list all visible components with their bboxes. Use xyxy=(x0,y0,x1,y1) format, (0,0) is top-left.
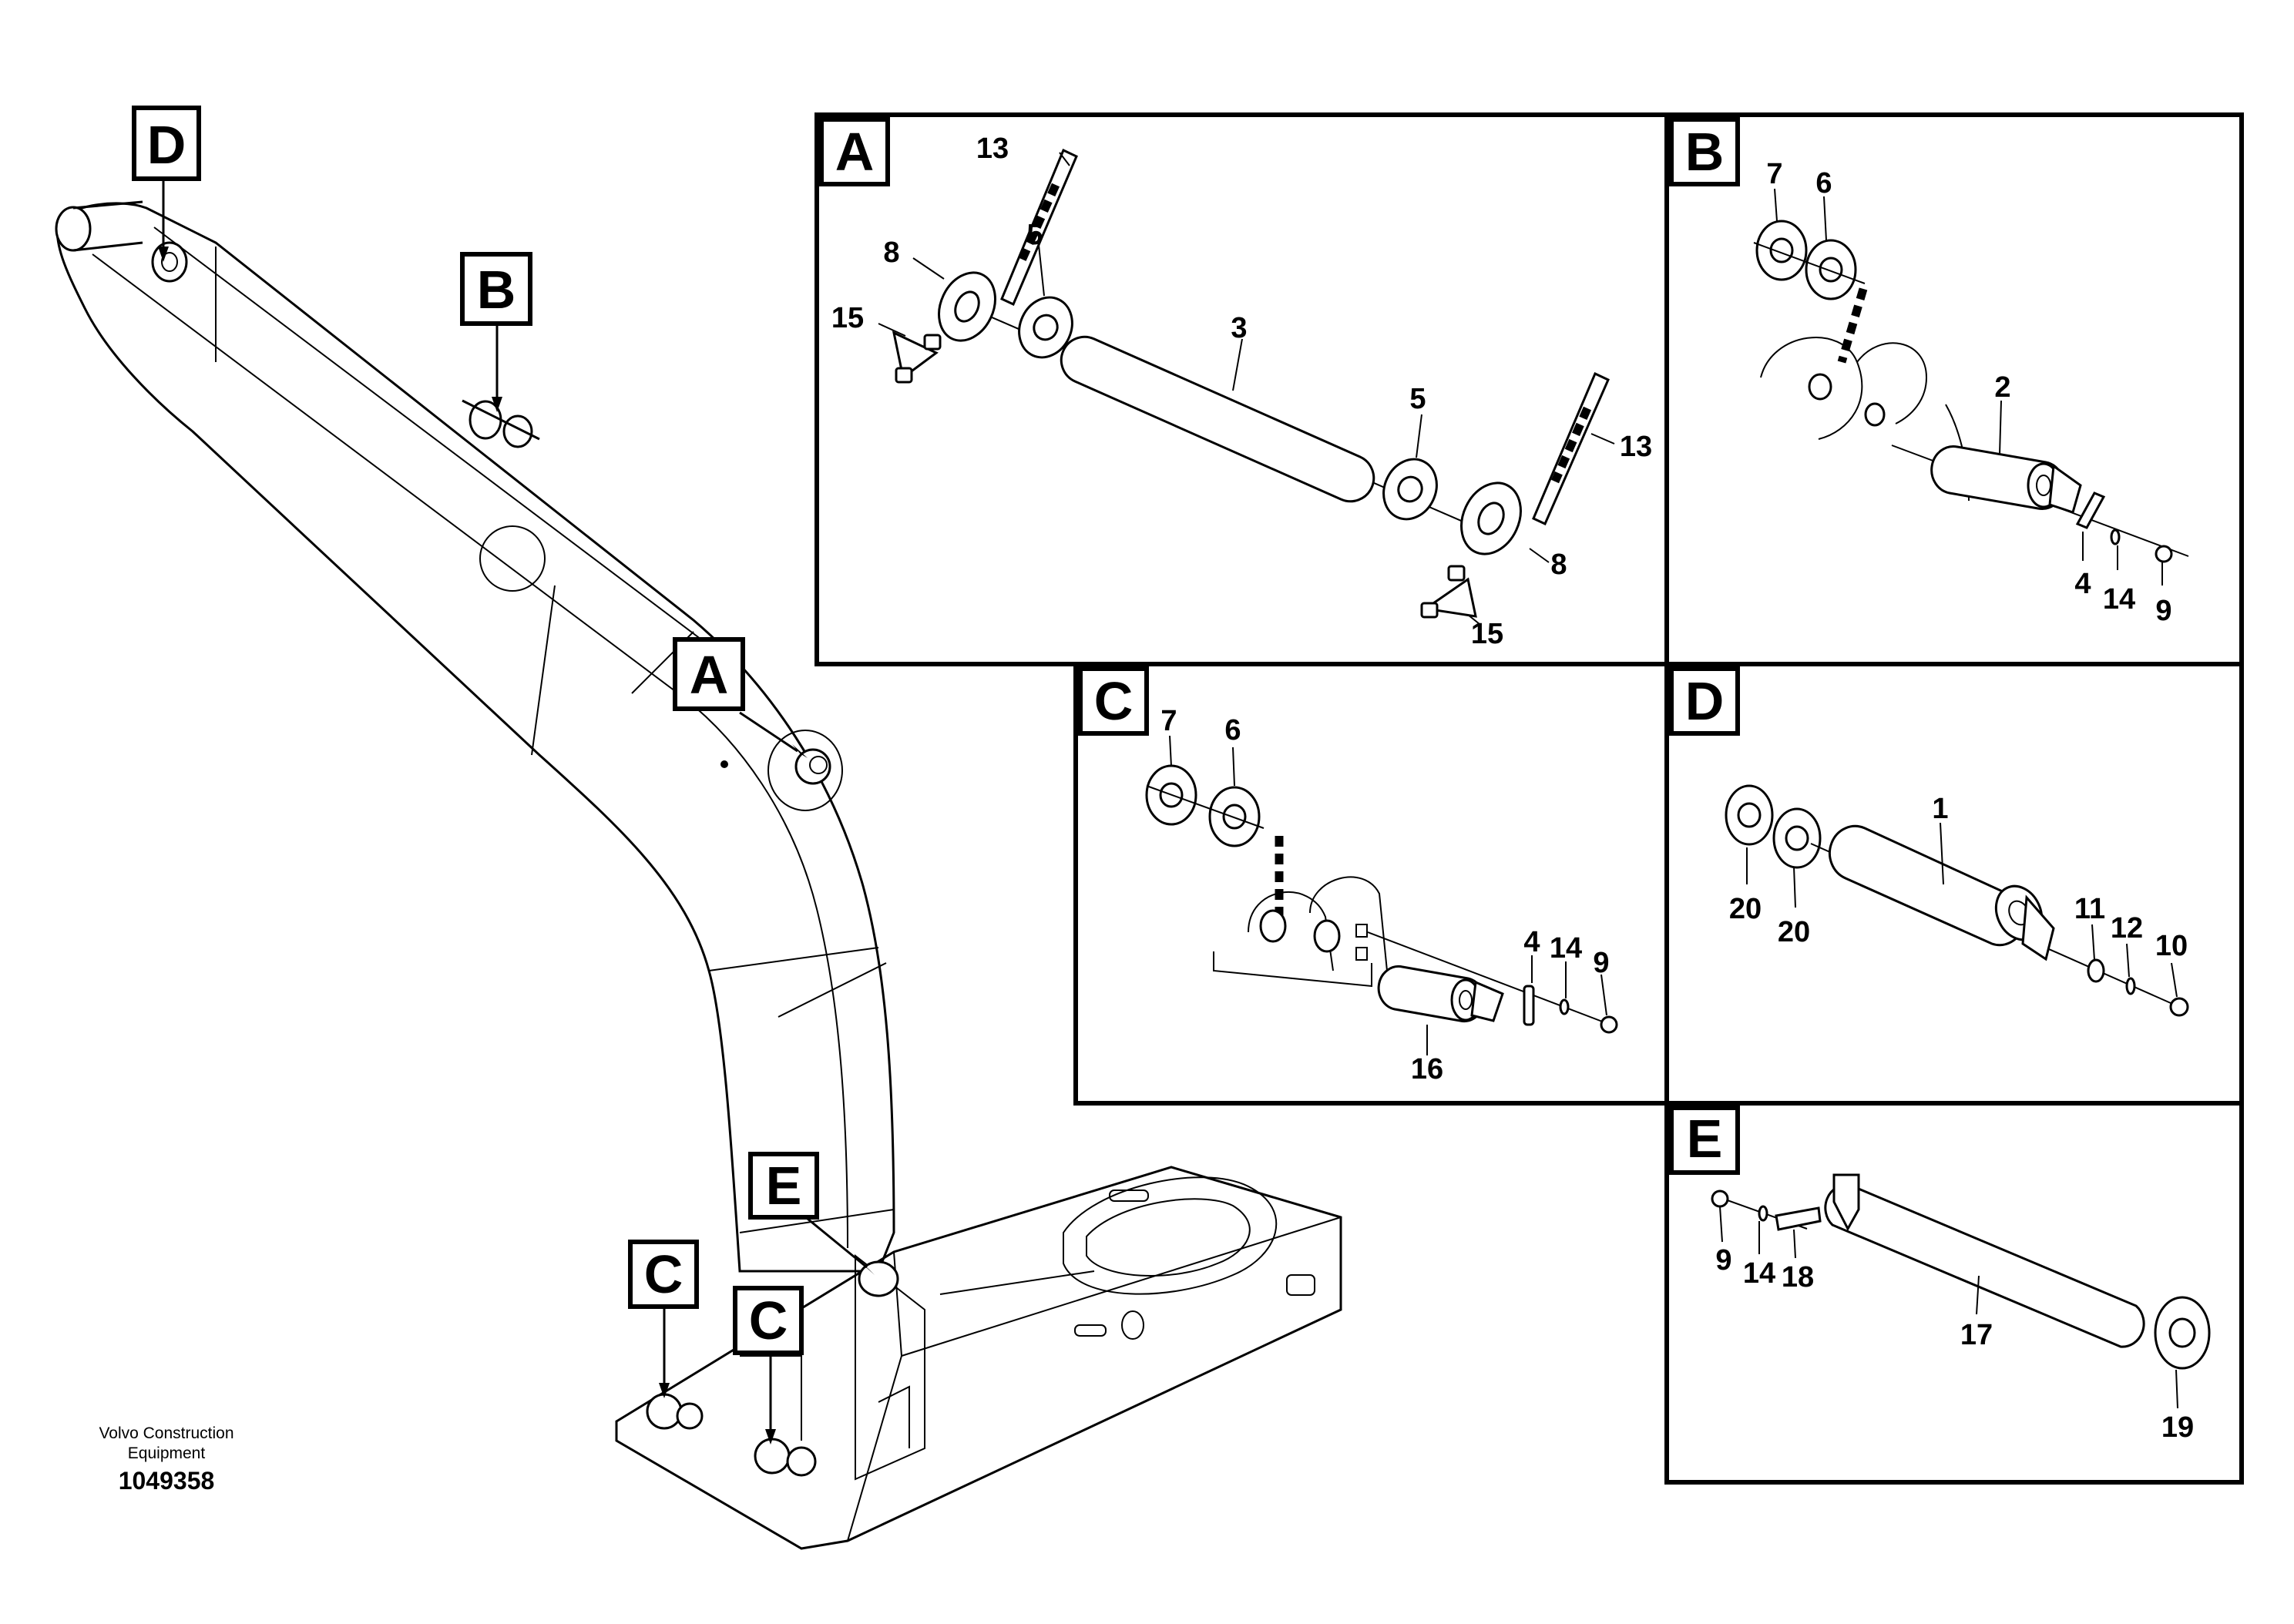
svg-text:15: 15 xyxy=(1471,618,1503,650)
svg-text:18: 18 xyxy=(1782,1261,1814,1293)
svg-text:7: 7 xyxy=(1160,705,1177,737)
svg-text:A: A xyxy=(835,122,875,182)
detail-d: D 1 20 20 11 12 10 xyxy=(1669,666,2189,1017)
svg-text:19: 19 xyxy=(2161,1411,2194,1444)
svg-text:14: 14 xyxy=(2103,583,2135,616)
svg-text:E: E xyxy=(1687,1109,1723,1169)
svg-text:12: 12 xyxy=(2111,912,2143,945)
callout-e: E xyxy=(748,1152,819,1220)
detail-c: C 7 6 4 14 xyxy=(1078,666,1618,1085)
svg-text:20: 20 xyxy=(1729,893,1762,925)
callout-c-right: C xyxy=(733,1286,804,1355)
svg-text:D: D xyxy=(147,115,186,175)
svg-text:20: 20 xyxy=(1778,916,1810,948)
svg-text:14: 14 xyxy=(1743,1257,1775,1290)
svg-text:D: D xyxy=(1685,671,1725,731)
callout-a: A xyxy=(673,637,745,711)
callout-d: D xyxy=(132,106,201,181)
svg-text:17: 17 xyxy=(1960,1319,1993,1351)
svg-text:4: 4 xyxy=(2074,568,2091,600)
svg-text:5: 5 xyxy=(1409,383,1426,415)
svg-text:13: 13 xyxy=(1620,431,1652,463)
svg-text:C: C xyxy=(749,1290,788,1351)
svg-text:6: 6 xyxy=(1815,167,1832,200)
boom-body xyxy=(55,202,895,1273)
svg-text:16: 16 xyxy=(1411,1053,1443,1085)
svg-text:9: 9 xyxy=(1715,1244,1731,1277)
callout-c-left: C xyxy=(628,1240,699,1309)
detail-e: E 9 14 18 17 19 xyxy=(1669,1106,2211,1444)
svg-text:9: 9 xyxy=(2155,595,2171,627)
svg-text:8: 8 xyxy=(883,237,899,269)
svg-text:7: 7 xyxy=(1766,158,1782,190)
detail-panel-frames xyxy=(814,112,2244,1485)
footer: Volvo Construction Equipment 1049358 xyxy=(99,1424,233,1495)
detail-b: B 7 6 2 4 14 xyxy=(1669,117,2189,627)
svg-text:14: 14 xyxy=(1550,932,1582,965)
company-name-line1: Volvo Construction xyxy=(99,1424,233,1442)
frame-body xyxy=(615,1166,1342,1550)
svg-text:15: 15 xyxy=(831,302,864,334)
svg-text:5: 5 xyxy=(1026,219,1043,251)
svg-text:A: A xyxy=(690,645,729,705)
upper-frame-overview xyxy=(615,1166,1342,1550)
svg-text:3: 3 xyxy=(1231,312,1247,344)
svg-text:9: 9 xyxy=(1593,947,1609,979)
svg-text:B: B xyxy=(477,260,516,320)
svg-text:10: 10 xyxy=(2155,930,2188,962)
svg-text:C: C xyxy=(1094,671,1134,731)
company-name-line2: Equipment xyxy=(128,1444,206,1462)
callout-b: B xyxy=(460,252,532,326)
svg-text:B: B xyxy=(1685,122,1725,182)
svg-text:4: 4 xyxy=(1523,926,1540,958)
pin-17 xyxy=(1824,1183,2145,1348)
svg-text:8: 8 xyxy=(1550,549,1567,581)
svg-text:6: 6 xyxy=(1224,714,1241,747)
svg-text:2: 2 xyxy=(1994,371,2010,404)
pin-1 xyxy=(1828,824,2026,947)
svg-text:1: 1 xyxy=(1932,793,1948,825)
svg-text:11: 11 xyxy=(2074,893,2105,925)
boom-overview xyxy=(55,200,895,1273)
detail-a: A xyxy=(819,117,1652,650)
drawing-number: 1049358 xyxy=(119,1467,215,1495)
overview-leaders xyxy=(158,180,875,1444)
pin-3 xyxy=(1060,335,1375,503)
svg-text:13: 13 xyxy=(976,133,1009,165)
svg-text:E: E xyxy=(766,1156,802,1216)
svg-text:C: C xyxy=(644,1244,683,1304)
